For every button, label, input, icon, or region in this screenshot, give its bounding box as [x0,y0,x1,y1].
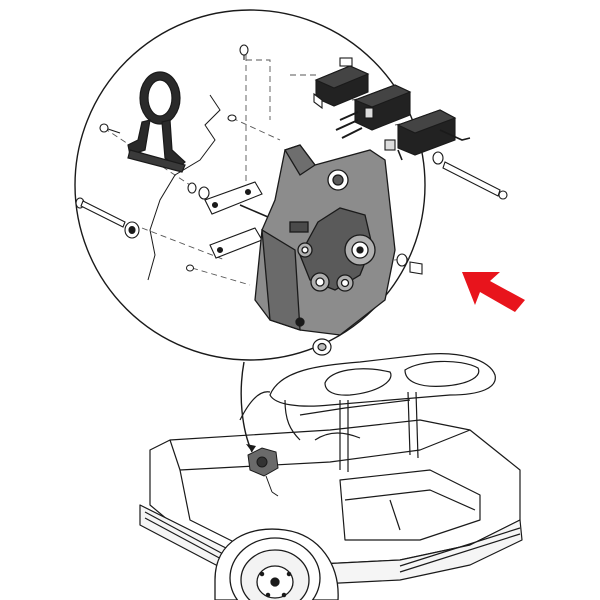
washer-nut-right [396,253,423,275]
small-screw [227,114,237,122]
spacer-bushing [312,338,332,356]
rear-wheel [214,528,339,600]
callout-leader-line [240,361,256,453]
golf-cart-body [139,419,523,586]
break-line [147,94,221,281]
micro-switch-top [313,57,370,110]
seat-frame [239,353,496,472]
mounting-bolt-long-right [432,151,508,200]
small-bolt-left-upper [99,123,121,134]
switch-location-on-cart [247,447,279,497]
shift-lever-handle [127,71,186,173]
small-bolt-top [239,44,249,60]
mounting-bolt-long-left [75,197,140,239]
micro-switch-middle [335,84,412,139]
bus-bar-upper [204,181,263,215]
alignment-dashed-lines [103,55,431,286]
washer-stack-left [187,182,210,200]
micro-switch-lower [384,109,471,161]
small-nut-lower [186,264,194,272]
forward-reverse-switch-assembly [254,144,396,336]
red-arrow-icon [462,272,525,312]
